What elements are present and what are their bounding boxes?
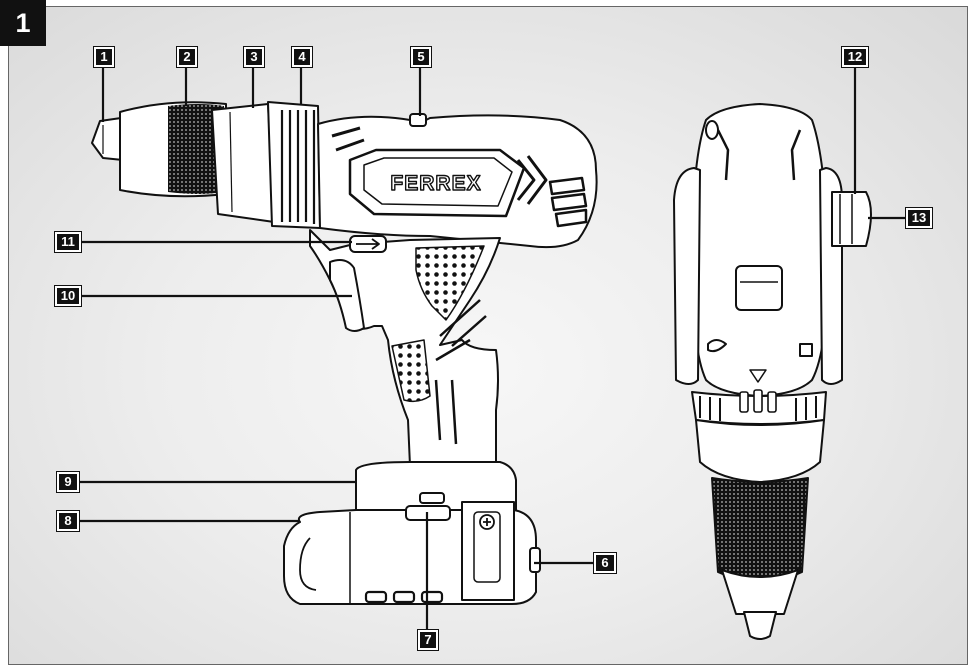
front-chuck-sleeve [711, 477, 809, 583]
callout-13: 13 [905, 207, 933, 229]
drill-front-view [673, 103, 872, 640]
callout-10: 10 [54, 285, 82, 307]
chuck-tip [91, 117, 124, 161]
brand-logo-text: FERREX [390, 172, 481, 195]
callout-9: 9 [56, 471, 80, 493]
callout-4: 4 [291, 46, 313, 68]
gear-ring [267, 101, 321, 229]
torque-collar [211, 103, 275, 223]
callout-8: 8 [56, 510, 80, 532]
leader-lines [80, 66, 906, 629]
callout-6: 6 [593, 552, 617, 574]
figure-number-badge: 1 [0, 0, 46, 46]
grip-dots-upper [415, 245, 485, 321]
callout-12: 12 [841, 46, 869, 68]
front-chuck-nose [721, 569, 799, 615]
front-gear-switch [735, 265, 783, 311]
drill-side-view: FERREX [91, 101, 598, 605]
callout-11: 11 [54, 231, 82, 253]
callout-7: 7 [417, 629, 439, 651]
gear-switch [409, 113, 427, 127]
callout-2: 2 [176, 46, 198, 68]
callout-1: 1 [93, 46, 115, 68]
grip-dots-lower [391, 339, 431, 403]
callout-5: 5 [410, 46, 432, 68]
callout-3: 3 [243, 46, 265, 68]
